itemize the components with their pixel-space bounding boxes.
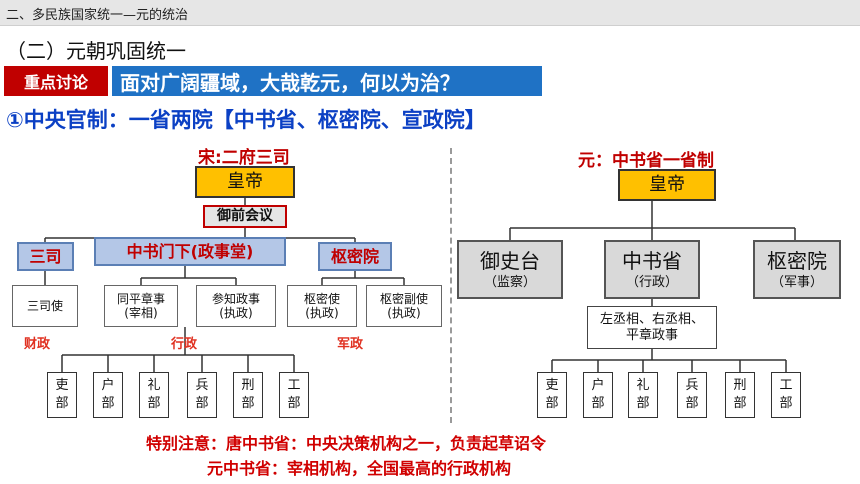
agency-name: 御史台: [480, 248, 540, 273]
power-label-admin: 行政: [171, 337, 198, 352]
agency-name: 中书省: [622, 248, 682, 273]
central-system-heading: ①中央官制：一省两院【中书省、枢密院、宣政院】: [6, 108, 486, 132]
power-label-finance: 财政: [24, 337, 51, 352]
section-title: 二、多民族国家统一—元的统治: [6, 8, 189, 23]
yuan-emperor-box: 皇帝: [618, 169, 716, 201]
agency-role: （行政）: [625, 274, 678, 290]
agency-role: （军事）: [770, 274, 823, 290]
song-ministry-box: 礼 部: [139, 372, 169, 418]
song-ministry-box: 吏 部: [47, 372, 77, 418]
yuan-ministry-box: 户 部: [583, 372, 613, 418]
note-tang-zhongshusheng: 特别注意：唐中书省：中央决策机构之一，负责起草诏令: [146, 434, 547, 453]
song-official-box: 枢密使 (执政): [287, 285, 357, 327]
discussion-question: 面对广阔疆域，大哉乾元，何以为治？: [112, 66, 542, 96]
top-bar: [0, 0, 860, 26]
note-yuan-zhongshusheng: 元中书省：宰相机构，全国最高的行政机构: [207, 459, 512, 478]
song-ministry-box: 户 部: [93, 372, 123, 418]
yuan-chancellors-box: 左丞相、右丞相、 平章政事: [587, 306, 717, 349]
imperial-council-box: 御前会议: [203, 205, 287, 228]
song-official-box: 参知政事 (执政): [196, 285, 276, 327]
song-sansi-box: 三司: [17, 242, 74, 271]
yuan-ministry-box: 礼 部: [628, 372, 658, 418]
yuan-ministry-box: 刑 部: [725, 372, 755, 418]
song-official-box: 同平章事 (宰相): [104, 285, 178, 327]
song-official-box: 枢密副使 (执政): [366, 285, 442, 327]
song-official-box: 三司使: [12, 285, 78, 327]
yuan-caption: 元：中书省一省制: [578, 151, 714, 171]
yuan-ministry-box: 工 部: [771, 372, 801, 418]
song-emperor-box: 皇帝: [195, 166, 295, 198]
yuan-shumiyuan-box: 枢密院 （军事）: [753, 240, 841, 299]
discussion-label: 重点讨论: [4, 66, 108, 96]
yuan-zhongshusheng-box: 中书省 （行政）: [604, 240, 700, 299]
divider: [450, 148, 452, 423]
song-ministry-box: 工 部: [279, 372, 309, 418]
agency-name: 枢密院: [767, 248, 827, 273]
song-ministry-box: 兵 部: [187, 372, 217, 418]
song-caption: 宋:二府三司: [198, 148, 290, 168]
song-ministry-box: 刑 部: [233, 372, 263, 418]
yuan-yushitai-box: 御史台 （监察）: [457, 240, 563, 299]
yuan-ministry-box: 吏 部: [537, 372, 567, 418]
song-shumiyuan-box: 枢密院: [318, 242, 392, 271]
subtitle: （二）元朝巩固统一: [6, 39, 186, 63]
song-zhongshumenxia-box: 中书门下(政事堂): [94, 237, 286, 266]
yuan-ministry-box: 兵 部: [677, 372, 707, 418]
agency-role: （监察）: [483, 274, 536, 290]
power-label-military: 军政: [337, 337, 364, 352]
